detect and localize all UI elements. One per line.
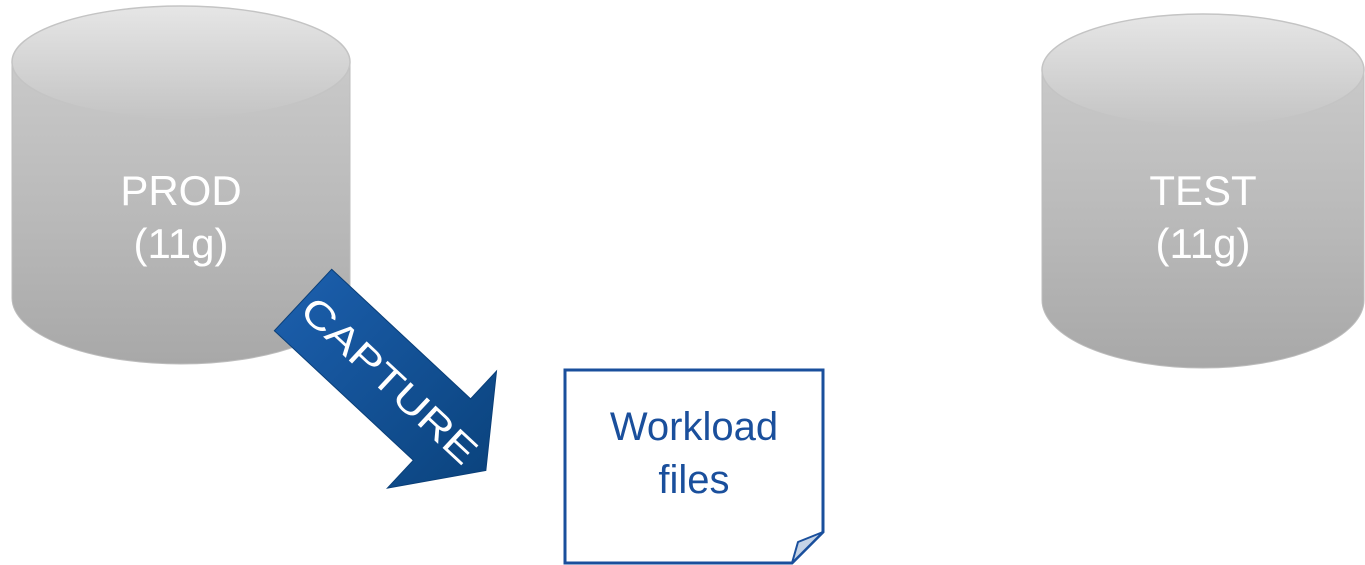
capture-arrow-label: CAPTURE (292, 289, 485, 473)
prod-database: PROD (11g) (11, 5, 351, 365)
capture-arrow-shape (273, 268, 498, 489)
test-database: TEST (11g) (1041, 13, 1365, 369)
workload-document-line1: Workload (610, 405, 778, 449)
prod-database-name: PROD (120, 167, 241, 214)
test-database-name: TEST (1149, 167, 1256, 214)
test-database-body (1041, 69, 1365, 369)
prod-database-version: (11g) (134, 220, 229, 267)
prod-database-top (11, 5, 351, 119)
workload-document-line2: files (658, 458, 729, 502)
document-page-curl-icon (791, 531, 824, 564)
workload-files-document: Workload files (563, 368, 825, 565)
test-database-version: (11g) (1156, 220, 1251, 267)
test-database-top (1041, 13, 1365, 127)
